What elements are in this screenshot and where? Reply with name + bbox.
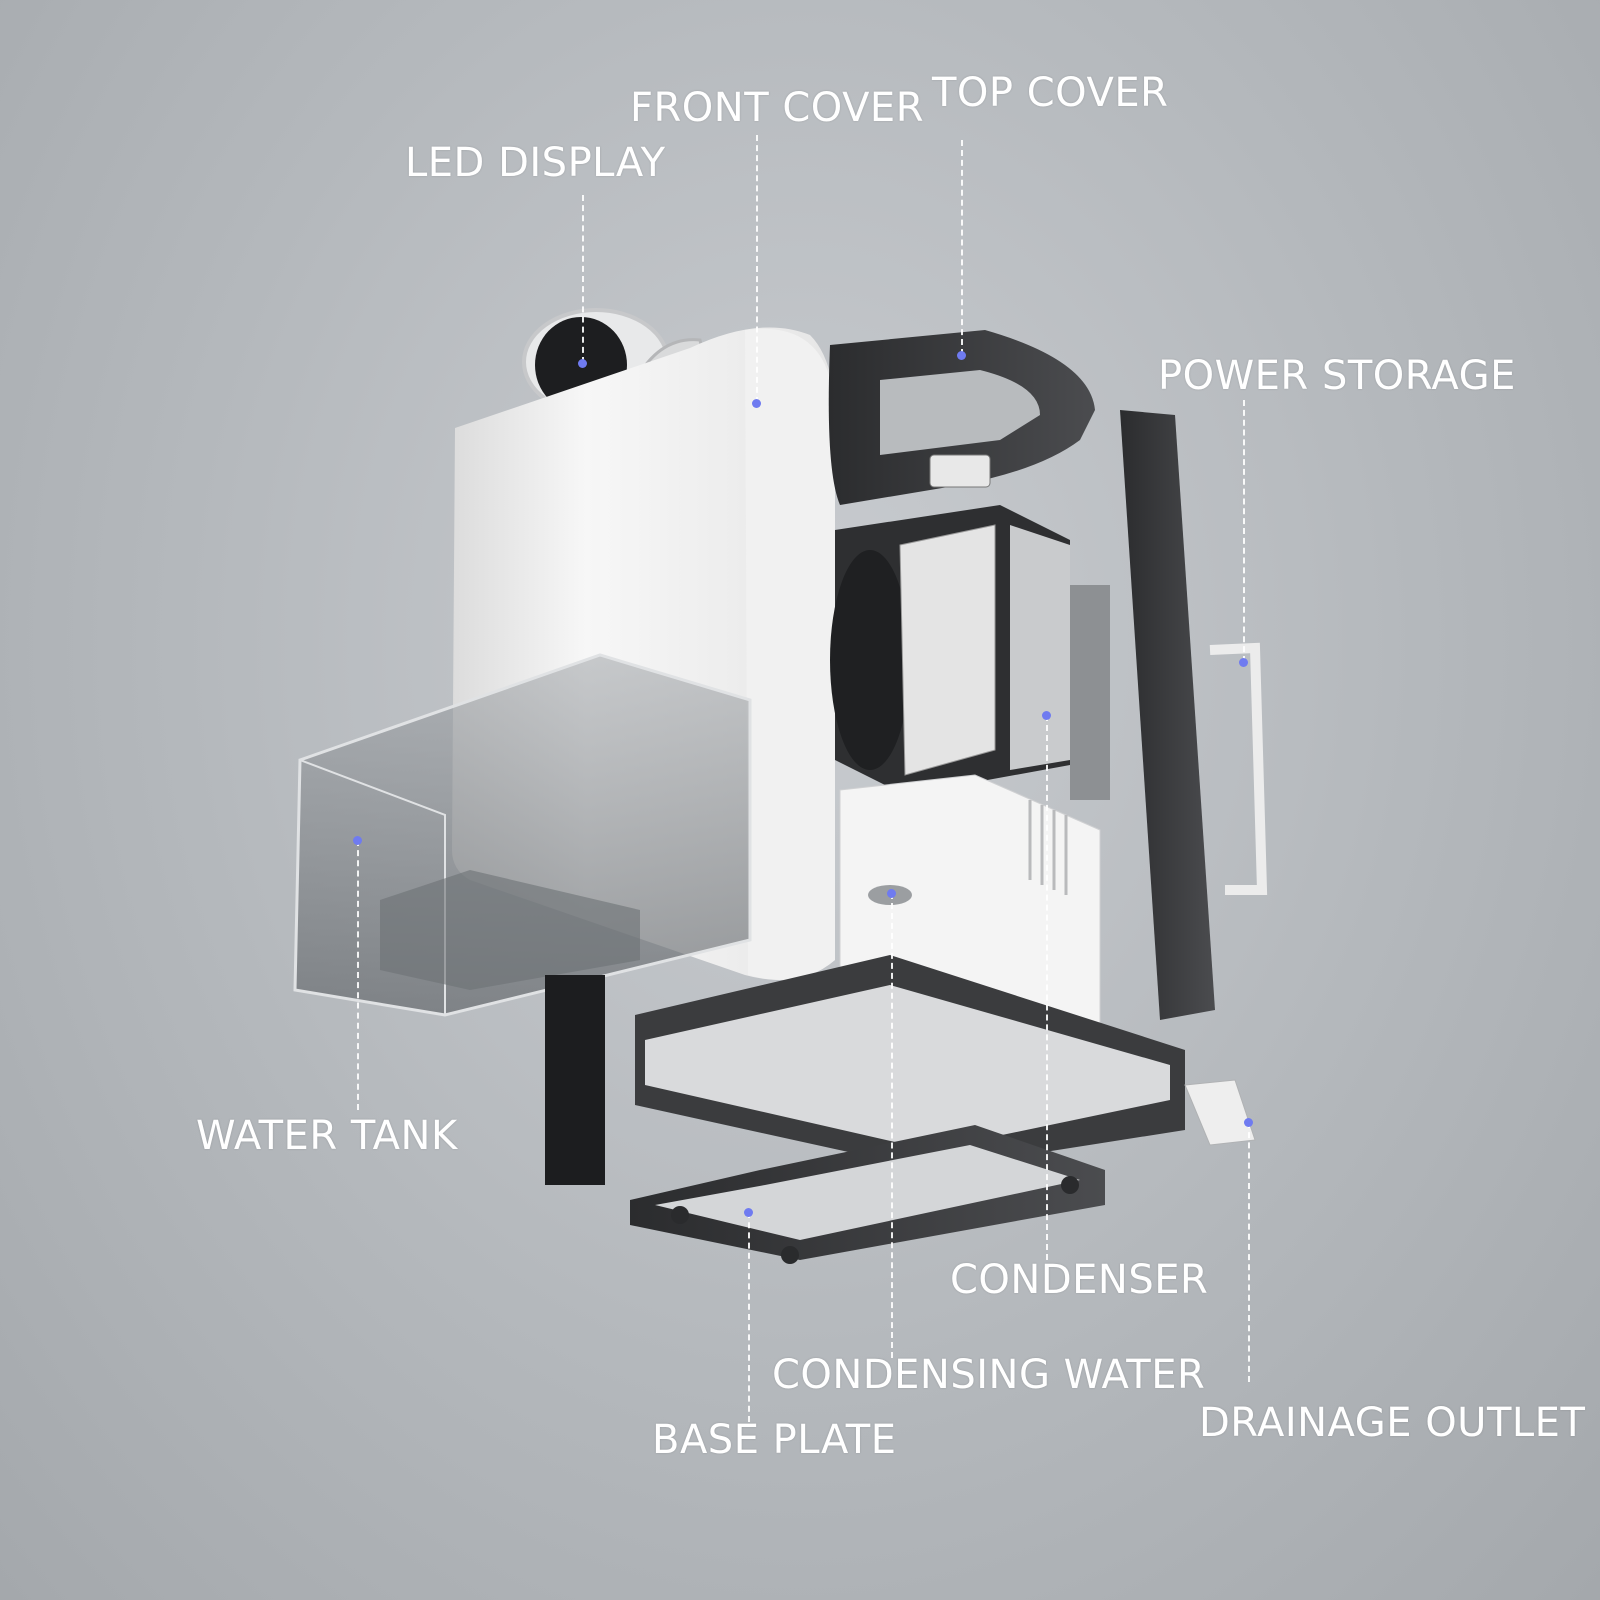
internal-assembly-part bbox=[830, 505, 1110, 800]
water-tank-part bbox=[293, 653, 752, 1185]
water-tank-leader bbox=[357, 840, 359, 1110]
drainage-outlet-leader bbox=[1248, 1122, 1250, 1382]
led-display-leader bbox=[582, 195, 584, 363]
condenser-label: CONDENSER bbox=[950, 1257, 1209, 1303]
led-display-marker bbox=[578, 359, 587, 368]
base-plate-label: BASE PLATE bbox=[652, 1417, 897, 1463]
power-storage-leader bbox=[1243, 400, 1245, 662]
front-cover-marker bbox=[752, 399, 761, 408]
water-tank-label: WATER TANK bbox=[196, 1113, 458, 1159]
top-cover-part bbox=[828, 330, 1095, 505]
top-cover-marker bbox=[957, 351, 966, 360]
condensing-water-tray-part bbox=[635, 955, 1185, 1170]
led-display-label: LED DISPLAY bbox=[405, 140, 666, 186]
front-cover-label: FRONT COVER bbox=[630, 85, 924, 131]
condenser-marker bbox=[1042, 711, 1051, 720]
drainage-outlet-part bbox=[1184, 1079, 1256, 1146]
top-cover-label: TOP COVER bbox=[932, 70, 1169, 116]
power-storage-part bbox=[1120, 410, 1268, 1020]
front-cover-leader bbox=[756, 135, 758, 403]
condenser-leader bbox=[1046, 715, 1048, 1260]
power-storage-label: POWER STORAGE bbox=[1158, 353, 1516, 399]
condensing-water-label: CONDENSING WATER bbox=[772, 1352, 1206, 1398]
power-storage-marker bbox=[1239, 658, 1248, 667]
water-tank-marker bbox=[353, 836, 362, 845]
drainage-outlet-marker bbox=[1244, 1118, 1253, 1127]
condensing-water-leader bbox=[891, 893, 893, 1358]
base-plate-leader bbox=[748, 1212, 750, 1422]
drainage-outlet-label: DRAINAGE OUTLET bbox=[1199, 1400, 1586, 1446]
base-plate-marker bbox=[744, 1208, 753, 1217]
condensing-water-marker bbox=[887, 889, 896, 898]
top-cover-leader bbox=[961, 140, 963, 355]
